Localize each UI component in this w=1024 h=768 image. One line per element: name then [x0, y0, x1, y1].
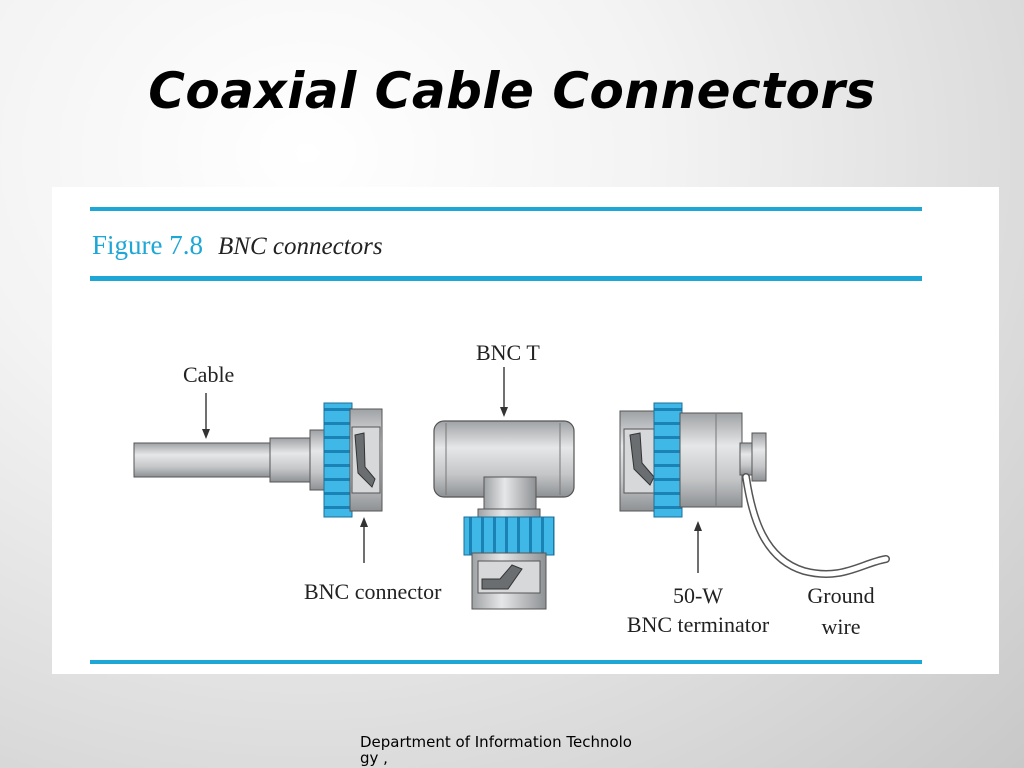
label-ground-line1: Ground	[807, 583, 874, 608]
cable	[133, 437, 315, 483]
slide-title: Coaxial Cable Connectors	[148, 62, 876, 120]
label-ground-line2: wire	[821, 614, 860, 639]
label-bnc-connector: BNC connector	[304, 579, 442, 604]
figure-panel: Figure 7.8 BNC connectors	[52, 187, 999, 674]
label-cable: Cable	[183, 362, 234, 387]
bnc-connector-left	[309, 402, 383, 518]
footer-line-2: gy ,	[360, 749, 388, 767]
top-rule	[90, 207, 922, 211]
bottom-rule	[90, 660, 922, 664]
label-terminator-line1: 50-W	[673, 583, 723, 608]
figure-number: Figure 7.8	[92, 230, 203, 260]
bnc-t	[433, 420, 575, 610]
label-bnc-t: BNC T	[476, 340, 540, 365]
bnc-diagram: Figure 7.8 BNC connectors	[90, 207, 922, 664]
footer-line-1: Department of Information Technolo	[360, 733, 632, 751]
label-terminator-line2: BNC terminator	[627, 612, 770, 637]
ground-wire	[742, 473, 890, 578]
slide-footer: Department of Information Technolo gy ,	[360, 734, 660, 766]
caption-rule	[90, 276, 922, 281]
figure-caption: BNC connectors	[218, 233, 383, 260]
leader-arrows	[202, 367, 702, 573]
bnc-terminator	[619, 402, 767, 518]
